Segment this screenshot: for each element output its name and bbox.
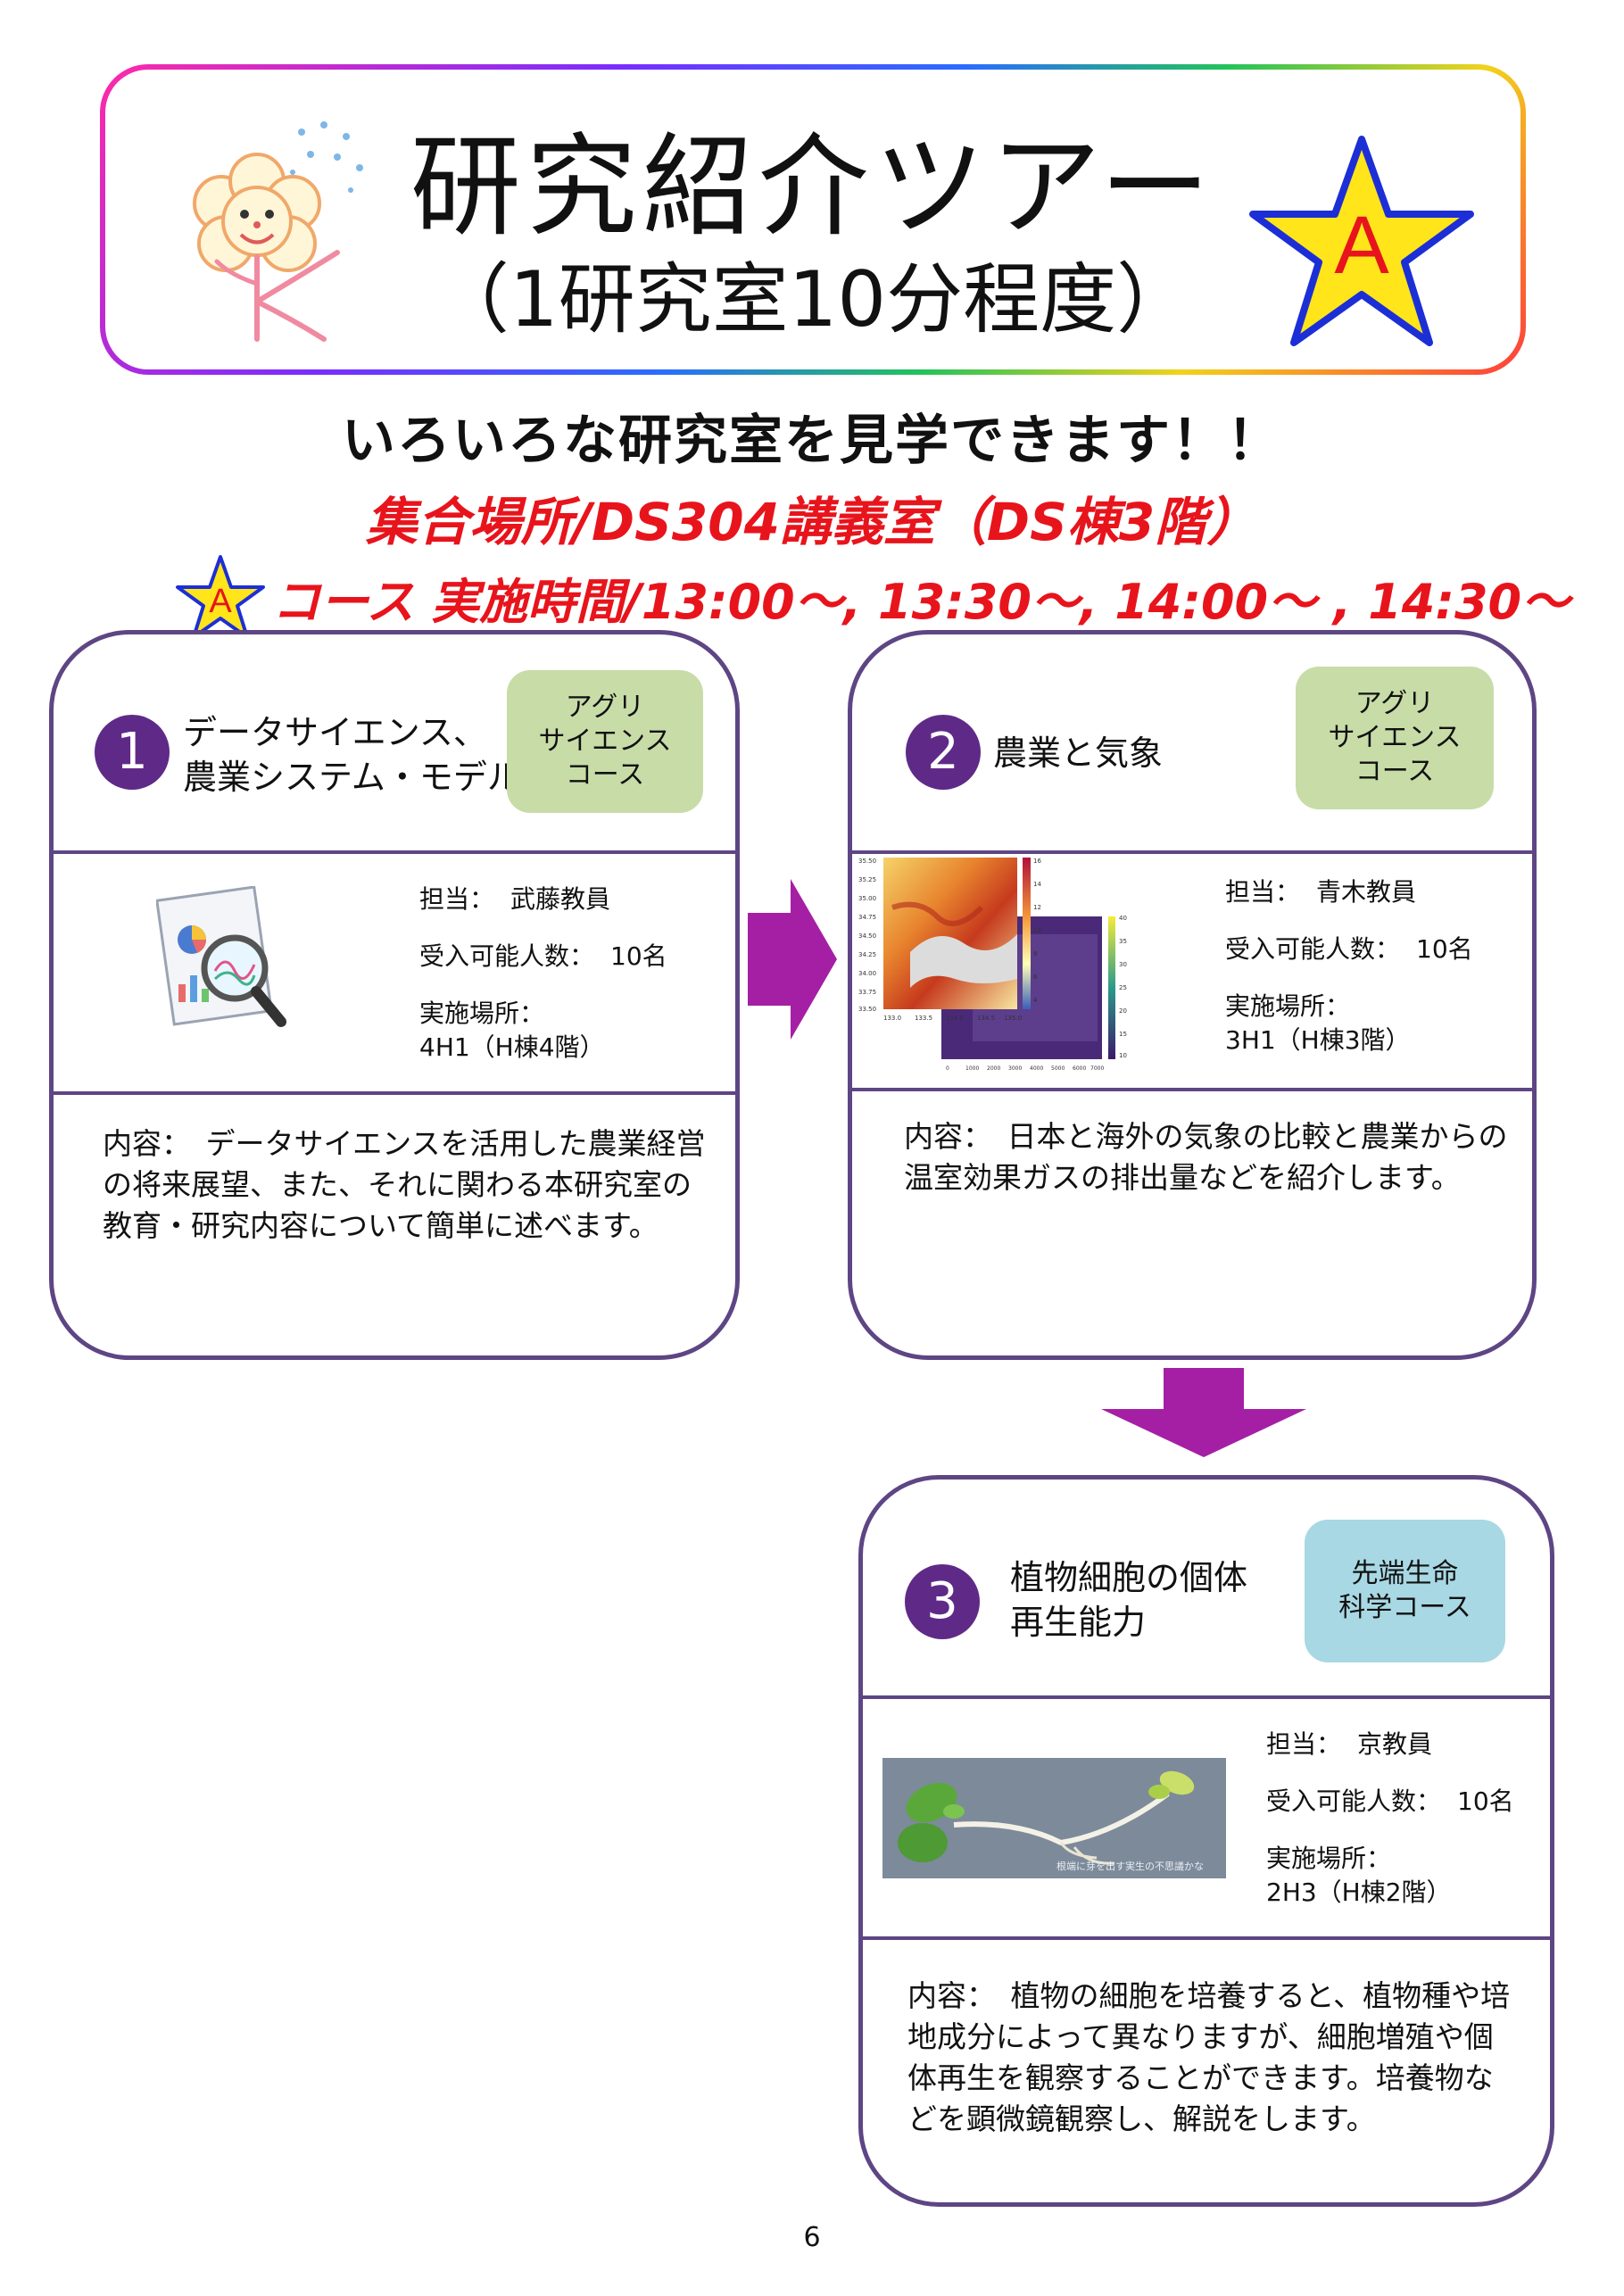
- header-banner: 研究紹介ツアー （1研究室10分程度） A: [100, 64, 1526, 375]
- capacity-value: 10名: [1416, 934, 1473, 964]
- meeting-place: 集合場所/DS304講義室（DS棟3階）: [365, 492, 1259, 552]
- svg-text:7000: 7000: [1090, 1065, 1104, 1072]
- arrow-down-icon: [1101, 1368, 1306, 1457]
- lab-number-badge: 1: [95, 715, 170, 790]
- mascot-flower-icon: [193, 121, 363, 342]
- arrow-right-icon: [748, 879, 837, 1040]
- course-times: コース 実施時間/13:00～, 13:30～, 14:00～ , 14:30～: [272, 574, 1570, 630]
- lab-content: 内容： 植物の細胞を培養すると、植物種や培地成分によって異なりますが、細胞増殖や…: [907, 1978, 1511, 2136]
- course-tag-agri: アグリ サイエンス コース: [507, 670, 703, 813]
- lab-card-info: 根端に芽を出す実生の不思議かな 担当：京教員 受入可能人数：10名 実施場所： …: [863, 1695, 1550, 1940]
- svg-text:2000: 2000: [987, 1065, 1000, 1072]
- report-magnifier-icon: [156, 886, 286, 1027]
- svg-text:35.50: 35.50: [858, 858, 876, 865]
- small-star-a-icon: A: [176, 555, 265, 639]
- svg-text:16: 16: [1033, 858, 1041, 865]
- svg-text:20: 20: [1119, 1007, 1127, 1015]
- staff-name: 武藤教員: [510, 884, 611, 914]
- location-value: 3H1（H棟3階）: [1225, 1025, 1411, 1055]
- lab-details: 担当：青木教員 受入可能人数：10名 実施場所： 3H1（H棟3階）: [1225, 877, 1473, 1055]
- svg-text:33.50: 33.50: [858, 1006, 876, 1013]
- svg-text:3000: 3000: [1008, 1065, 1022, 1072]
- svg-text:34.00: 34.00: [858, 970, 876, 977]
- lab-content: 内容： 日本と海外の気象の比較と農業からの温室効果ガスの排出量などを紹介します。: [904, 1119, 1508, 1195]
- svg-text:30: 30: [1119, 961, 1127, 968]
- svg-text:8: 8: [1033, 950, 1037, 957]
- svg-text:6000: 6000: [1073, 1065, 1086, 1072]
- svg-text:35.00: 35.00: [858, 895, 876, 902]
- svg-text:134.5: 134.5: [977, 1015, 995, 1022]
- seedling-photo: 根端に芽を出す実生の不思議かな: [882, 1758, 1226, 1878]
- lab-title: データサイエンス、 農業システム・モデル: [183, 713, 521, 797]
- lab-card-1: 1 データサイエンス、 農業システム・モデル アグリ サイエンス コース: [49, 630, 740, 1360]
- star-a-icon: A: [1249, 136, 1474, 346]
- svg-text:25: 25: [1119, 984, 1127, 991]
- star-letter: A: [1334, 200, 1389, 291]
- svg-text:34.75: 34.75: [858, 914, 876, 921]
- page-title: 研究紹介ツアー: [410, 123, 1216, 252]
- svg-text:12: 12: [1033, 904, 1041, 911]
- svg-text:4000: 4000: [1030, 1065, 1043, 1072]
- capacity-value: 10名: [610, 941, 667, 971]
- svg-text:10: 10: [1119, 1052, 1127, 1059]
- capacity-value: 10名: [1457, 1786, 1514, 1816]
- lab-details: 担当：京教員 受入可能人数：10名 実施場所： 2H3（H棟2階）: [1266, 1729, 1514, 1907]
- location-value: 2H3（H棟2階）: [1266, 1877, 1452, 1907]
- svg-text:15: 15: [1119, 1031, 1127, 1038]
- lab-card-3: 3 植物細胞の個体 再生能力 先端生命 科学コース 根端に芽を出す実生の不思議か…: [858, 1475, 1554, 2207]
- svg-text:35: 35: [1119, 938, 1127, 945]
- lab-number-badge: 2: [906, 715, 981, 790]
- svg-text:40: 40: [1119, 915, 1127, 922]
- lab-title: 農業と気象: [993, 734, 1164, 773]
- svg-text:0: 0: [946, 1065, 949, 1072]
- svg-text:4: 4: [1033, 997, 1038, 1004]
- svg-text:10: 10: [1033, 927, 1041, 934]
- lab-title: 植物細胞の個体 再生能力: [1010, 1558, 1248, 1642]
- climate-map-figure: 40 35 30 25 20 15 10 0 1000 2000 3000 40…: [858, 858, 1127, 1072]
- svg-text:135.0: 135.0: [1004, 1015, 1022, 1022]
- staff-name: 青木教員: [1316, 877, 1417, 907]
- lab-card-header: 3 植物細胞の個体 再生能力 先端生命 科学コース: [863, 1480, 1550, 1699]
- photo-caption: 根端に芽を出す実生の不思議かな: [1056, 1860, 1204, 1872]
- svg-text:34.50: 34.50: [858, 932, 876, 940]
- tagline: いろいろな研究室を見学できます！！: [342, 410, 1282, 472]
- lab-card-header: 1 データサイエンス、 農業システム・モデル アグリ サイエンス コース: [54, 634, 735, 854]
- small-star-letter: A: [209, 583, 232, 620]
- svg-text:134.0: 134.0: [946, 1015, 964, 1022]
- page-number: 6: [803, 2222, 821, 2253]
- svg-text:14: 14: [1033, 881, 1041, 888]
- lab-card-info: 40 35 30 25 20 15 10 0 1000 2000 3000 40…: [852, 850, 1532, 1091]
- lab-card-info: 担当：武藤教員 受入可能人数：10名 実施場所： 4H1（H棟4階）: [54, 850, 735, 1095]
- lab-number-badge: 3: [905, 1564, 980, 1639]
- course-tag-agri: アグリ サイエンス コース: [1296, 667, 1494, 809]
- svg-text:6: 6: [1033, 974, 1038, 981]
- location-value: 4H1（H棟4階）: [419, 1032, 605, 1062]
- staff-name: 京教員: [1357, 1729, 1433, 1759]
- svg-text:5000: 5000: [1051, 1065, 1065, 1072]
- lab-card-header: 2 農業と気象 アグリ サイエンス コース: [852, 634, 1532, 854]
- svg-text:1000: 1000: [965, 1065, 979, 1072]
- lab-card-2: 2 農業と気象 アグリ サイエンス コース: [848, 630, 1537, 1360]
- svg-text:34.25: 34.25: [858, 951, 876, 958]
- lab-content: 内容： データサイエンスを活用した農業経営の将来展望、また、それに関わる本研究室…: [103, 1126, 706, 1243]
- svg-text:35.25: 35.25: [858, 876, 876, 883]
- page-subtitle: （1研究室10分程度）: [432, 255, 1194, 344]
- course-schedule: A コース 実施時間/13:00～, 13:30～, 14:00～ , 14:3…: [174, 553, 1570, 639]
- course-tag-bio: 先端生命 科学コース: [1305, 1520, 1505, 1662]
- svg-text:33.75: 33.75: [858, 989, 876, 996]
- lab-details: 担当：武藤教員 受入可能人数：10名 実施場所： 4H1（H棟4階）: [419, 884, 667, 1062]
- svg-text:133.5: 133.5: [915, 1015, 932, 1022]
- svg-text:133.0: 133.0: [883, 1015, 901, 1022]
